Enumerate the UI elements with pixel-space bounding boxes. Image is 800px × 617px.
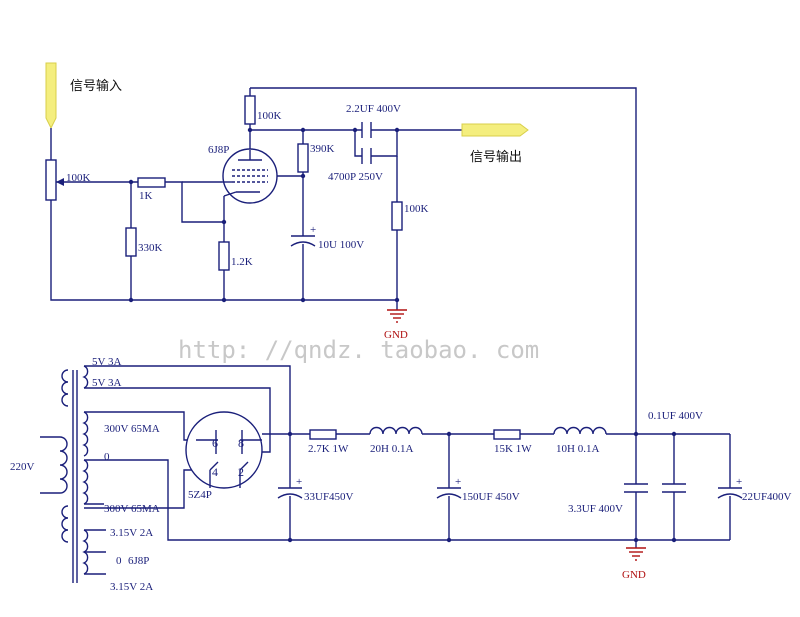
inductor-10h [553, 426, 607, 435]
resistor-390k [297, 143, 309, 173]
resistor-2-7k [309, 429, 337, 440]
resistor-100k-out [391, 201, 403, 231]
capacitor-10u [290, 235, 316, 247]
rectifier-5z4p [185, 411, 263, 489]
gnd-top-label: GND [384, 329, 408, 341]
cap-10u-plus: + [310, 224, 316, 236]
res-2-7k-label: 2.7K 1W [308, 443, 349, 455]
cap-150uf-plus: + [455, 476, 461, 488]
pin-6-label: 6 [212, 436, 218, 450]
res-330k-label: 330K [138, 242, 163, 254]
capacitor-4700p [361, 148, 372, 164]
tr-zero-6j8p-label: 0 [116, 555, 122, 567]
resistor-330k [125, 227, 137, 257]
cap-22uf-plus: + [736, 476, 742, 488]
resistor-15k [493, 429, 521, 440]
signal-output-label: 信号输出 [470, 149, 522, 165]
pin-2-label: 2 [238, 465, 244, 479]
transformer-primary-coil [40, 436, 68, 494]
resistor-100k-plate [244, 95, 256, 125]
res-100k-out-label: 100K [404, 203, 429, 215]
capacitor-0-1uf [662, 483, 686, 493]
pin-8-label: 8 [238, 436, 244, 450]
resistor-1-2k [218, 241, 230, 271]
tr-220v-label: 220V [10, 461, 35, 473]
capacitor-2-2uf [361, 122, 372, 138]
resistor-1k [137, 177, 166, 188]
rectifier-5z4p-label: 5Z4P [188, 489, 212, 501]
pin-4-label: 4 [212, 465, 218, 479]
ground-symbol-top [387, 309, 407, 323]
potentiometer-100k [45, 159, 57, 201]
cap-0-1uf-label: 0.1UF 400V [648, 410, 703, 422]
cap-3-3uf-label: 3.3UF 400V [568, 503, 623, 515]
capacitor-33uf [277, 487, 303, 499]
res-15k-label: 15K 1W [494, 443, 532, 455]
res-1k-label: 1K [139, 190, 153, 202]
tr-5v-b-label: 5V 3A [92, 377, 121, 389]
ground-symbol-bottom [626, 547, 646, 561]
tr-5v-a-label: 5V 3A [92, 356, 121, 368]
tube-6j8p [222, 148, 278, 204]
res-390k-label: 390K [310, 143, 335, 155]
res-100k-plate-label: 100K [257, 110, 282, 122]
preamp-junctions [128, 127, 400, 303]
signal-output-probe [461, 123, 529, 137]
res-1-2k-label: 1.2K [231, 256, 253, 268]
inductor-20h [369, 426, 423, 435]
ind-20h-label: 20H 0.1A [370, 443, 413, 455]
tr-300v-b-label: 300V 65MA [104, 503, 160, 515]
power-wires [84, 365, 731, 575]
gnd-bottom-label: GND [622, 569, 646, 581]
pot-100k-label: 100K [66, 172, 91, 184]
capacitor-22uf [717, 487, 743, 499]
cap-10u-label: 10U 100V [318, 239, 364, 251]
cap-150uf-label: 150UF 450V [462, 491, 520, 503]
cap-33uf-plus: + [296, 476, 302, 488]
watermark: http: //qndz. taobao. com [178, 336, 539, 364]
power-junctions [287, 431, 677, 543]
capacitor-3-3uf [624, 483, 648, 493]
tr-300v-a-label: 300V 65MA [104, 423, 160, 435]
signal-input-probe [45, 62, 57, 130]
cap-22uf-label: 22UF400V [742, 491, 792, 503]
transformer-left-coils [61, 369, 69, 543]
preamp-wires [50, 87, 637, 434]
tr-zero-label: 0 [104, 451, 110, 463]
cap-2-2uf-label: 2.2UF 400V [346, 103, 401, 115]
cap-4700p-label: 4700P 250V [328, 171, 383, 183]
capacitor-150uf [436, 487, 462, 499]
ind-10h-label: 10H 0.1A [556, 443, 599, 455]
transformer-secondary-coils [82, 365, 89, 575]
cap-33uf-label: 33UF450V [304, 491, 354, 503]
potentiometer-wiper-arrow [56, 178, 64, 186]
transformer-core [72, 370, 78, 583]
tube-6j8p-label: 6J8P [208, 144, 229, 156]
tr-6j8p-label: 6J8P [128, 555, 149, 567]
signal-input-label: 信号输入 [70, 78, 122, 94]
tr-315-b-label: 3.15V 2A [110, 581, 153, 593]
tr-315-a-label: 3.15V 2A [110, 527, 153, 539]
